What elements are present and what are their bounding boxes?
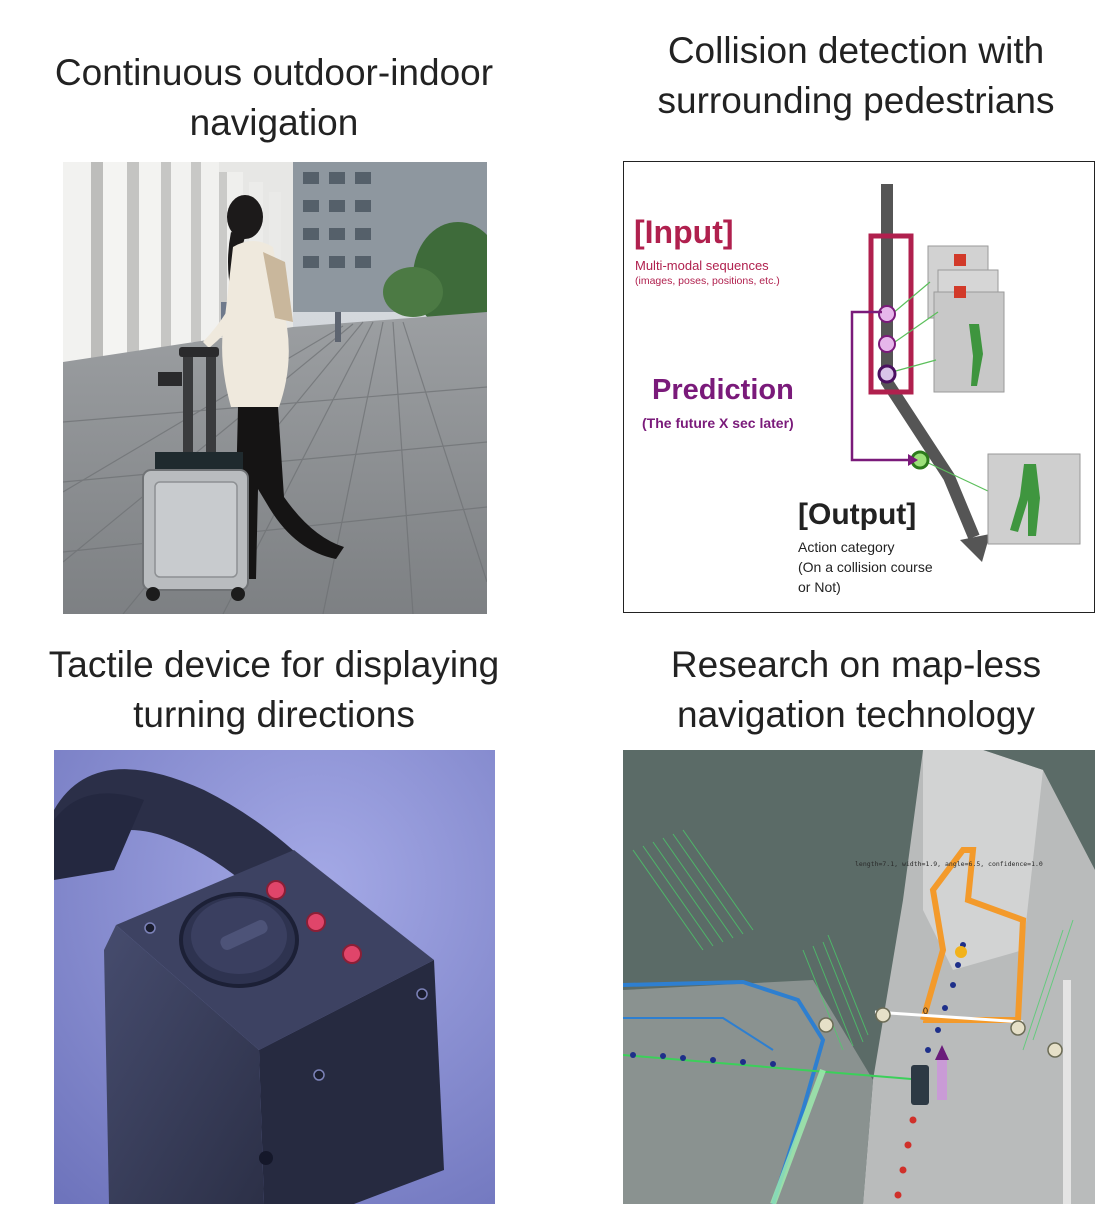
mapless-navigation-visualization: length=7.1, width=1.9, angle=6.5, confid… — [623, 750, 1095, 1204]
prediction-subtitle: (The future X sec later) — [642, 415, 794, 431]
prediction-title: Prediction — [652, 374, 794, 406]
path-marker-label: 0 — [923, 1006, 929, 1016]
tactile-device-photo — [54, 750, 495, 1204]
caption-line-2: navigation — [189, 102, 359, 143]
caption-line-1: Continuous outdoor-indoor — [54, 52, 494, 93]
input-subtitle: Multi-modal sequences — [635, 258, 769, 273]
caption-line-2: turning directions — [133, 694, 415, 735]
caption-line-1: Collision detection with — [667, 30, 1045, 71]
caption-line-1: Research on map-less — [670, 644, 1042, 685]
caption-line-1: Tactile device for displaying — [48, 644, 500, 685]
input-subtitle-detail: (images, poses, positions, etc.) — [635, 275, 780, 287]
caption-line-2: navigation technology — [677, 694, 1035, 735]
output-subtitle-line3: or Not) — [798, 579, 841, 595]
input-title: [Input] — [634, 214, 734, 250]
suitcase-navigation-photo — [63, 162, 487, 614]
caption-outdoor-indoor-navigation: Continuous outdoor-indoor navigation — [0, 48, 548, 148]
collision-detection-diagram: [Input] Multi-modal sequences (images, p… — [623, 161, 1095, 613]
output-title: [Output] — [798, 498, 917, 531]
detection-overlay-text: length=7.1, width=1.9, angle=6.5, confid… — [855, 860, 1043, 868]
caption-tactile-device: Tactile device for displaying turning di… — [0, 640, 548, 740]
caption-collision-detection: Collision detection with surrounding ped… — [600, 26, 1112, 126]
caption-mapless-navigation: Research on map-less navigation technolo… — [600, 640, 1112, 740]
caption-line-2: surrounding pedestrians — [657, 80, 1055, 121]
output-subtitle: Action category — [798, 539, 895, 555]
output-subtitle-line2: (On a collision course — [798, 559, 933, 575]
